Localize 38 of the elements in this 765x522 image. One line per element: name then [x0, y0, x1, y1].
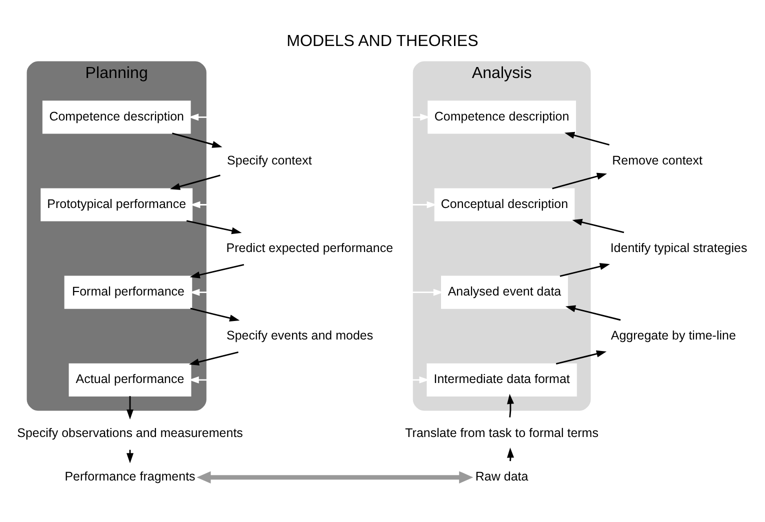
node-text: Specify context — [227, 152, 312, 167]
arrow — [190, 263, 244, 278]
node-box: Formal performance — [64, 275, 192, 308]
node-box: Competence description — [42, 100, 191, 134]
node-box: Intermediate data format — [426, 362, 577, 396]
arrow — [565, 304, 621, 320]
node-text: Specify observations and measurements — [17, 425, 243, 440]
node-box: Prototypical performance — [40, 188, 193, 221]
node-box: Analysed event data — [441, 275, 568, 308]
arrow — [552, 172, 607, 189]
node-box: Conceptual description — [434, 188, 575, 221]
diagram-title: MODELS AND THEORIES — [286, 32, 478, 50]
arrow — [190, 307, 240, 322]
arrow — [188, 113, 430, 120]
node-text: Remove context — [612, 152, 702, 167]
arrow — [188, 376, 430, 383]
arrow — [190, 288, 444, 296]
arrow — [560, 262, 610, 276]
arrow — [190, 200, 437, 208]
arrow — [196, 470, 474, 483]
node-text: Identify typical strategies — [610, 240, 748, 254]
node-text: Aggregate by time-line — [610, 328, 736, 342]
node-text: Performance fragments — [64, 469, 196, 484]
arrow — [186, 220, 242, 234]
arrow — [556, 350, 607, 364]
node-box: Actual performance — [68, 362, 192, 396]
arrow — [507, 393, 514, 417]
arrow — [572, 218, 624, 233]
arrow — [172, 132, 222, 148]
node-text: Predict expected performance — [226, 240, 394, 254]
node-box: Competence description — [428, 100, 576, 134]
node-text: Raw data — [475, 469, 528, 484]
arrow — [126, 396, 134, 419]
node-text: Specify events and modes — [226, 328, 374, 342]
arrow — [188, 351, 238, 365]
arrow — [507, 447, 514, 461]
arrow — [564, 131, 610, 145]
node-text: Translate from task to formal terms — [405, 425, 598, 440]
